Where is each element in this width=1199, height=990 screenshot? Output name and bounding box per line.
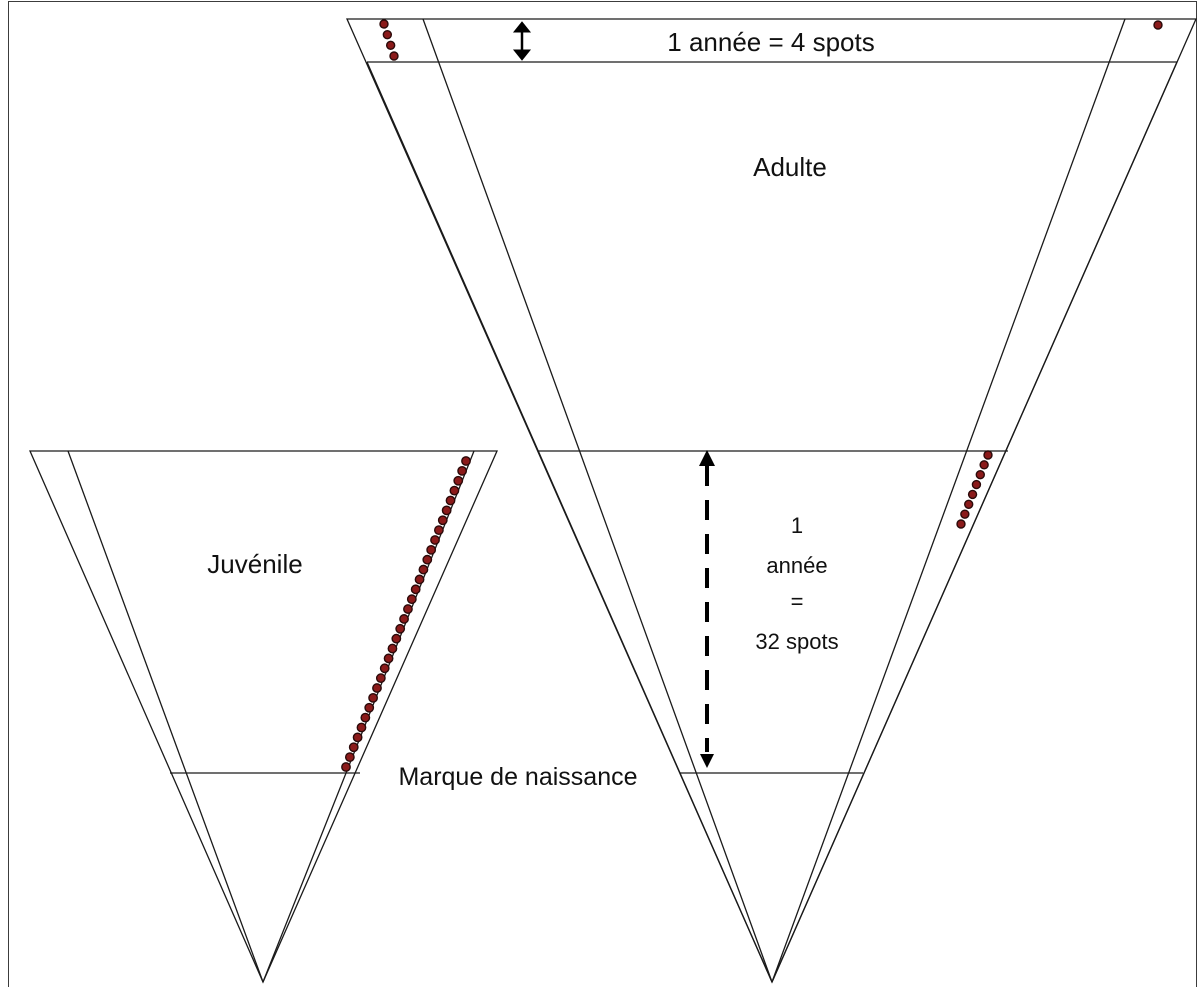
growth-spot xyxy=(361,713,369,721)
adult-top-left-spots xyxy=(380,20,398,60)
growth-spot xyxy=(350,743,358,751)
adult-year-double-arrow xyxy=(514,22,530,60)
growth-spot xyxy=(373,684,381,692)
growth-spot xyxy=(431,536,439,544)
adult-scale-label: 1 année = 4 spots xyxy=(667,27,874,57)
growth-spot xyxy=(1154,21,1162,29)
growth-spot xyxy=(423,556,431,564)
growth-spot xyxy=(388,644,396,652)
juvenile-spots xyxy=(342,457,470,771)
juvenile-scale-label-line4: 32 spots xyxy=(755,629,838,654)
growth-spot xyxy=(965,500,973,508)
growth-spot xyxy=(396,625,404,633)
juvenile-scale-label-line3: = xyxy=(791,589,804,614)
adult-outer-right-shadow-edge xyxy=(772,62,1177,982)
growth-spot xyxy=(357,723,365,731)
birth-mark-label: Marque de naissance xyxy=(398,763,637,791)
juvenile-cone-outline xyxy=(30,451,497,982)
growth-spot xyxy=(400,615,408,623)
growth-spot xyxy=(408,595,416,603)
growth-spot xyxy=(384,654,392,662)
growth-spot xyxy=(984,451,992,459)
growth-spot xyxy=(458,467,466,475)
juvenile-scale-label-line2: année xyxy=(766,553,827,578)
growth-spot xyxy=(380,20,388,28)
juvenile-cone xyxy=(30,451,497,982)
juvenile-label: Juvénile xyxy=(207,549,302,579)
juvenile-inner-left-edge xyxy=(68,451,263,982)
adult-top-right-spot xyxy=(1154,21,1162,29)
growth-spot xyxy=(353,733,361,741)
growth-spot xyxy=(342,763,350,771)
growth-spot xyxy=(404,605,412,613)
growth-spot xyxy=(419,565,427,573)
growth-spot xyxy=(387,41,395,49)
growth-spot xyxy=(972,481,980,489)
adult-outer-left-shadow-edge xyxy=(367,62,772,982)
growth-spot xyxy=(446,496,454,504)
growth-spot xyxy=(969,490,977,498)
growth-spot xyxy=(411,585,419,593)
juvenile-year-dashed-arrow xyxy=(699,450,715,768)
growth-spot xyxy=(377,674,385,682)
growth-spot xyxy=(381,664,389,672)
growth-spot xyxy=(980,461,988,469)
growth-spot xyxy=(369,694,377,702)
growth-spot xyxy=(346,753,354,761)
growth-spot xyxy=(390,52,398,60)
growth-spot xyxy=(442,506,450,514)
growth-spot xyxy=(439,516,447,524)
growth-spot xyxy=(961,510,969,518)
growth-spot xyxy=(450,486,458,494)
growth-spot xyxy=(383,31,391,39)
growth-spot xyxy=(427,546,435,554)
growth-spot xyxy=(462,457,470,465)
growth-spot xyxy=(976,471,984,479)
growth-spot xyxy=(415,575,423,583)
growth-spot xyxy=(365,704,373,712)
growth-spot xyxy=(454,477,462,485)
growth-spot xyxy=(435,526,443,534)
growth-spot xyxy=(392,634,400,642)
growth-spot xyxy=(957,520,965,528)
adult-label: Adulte xyxy=(753,152,827,182)
juvenile-scale-label-line1: 1 xyxy=(791,513,803,538)
